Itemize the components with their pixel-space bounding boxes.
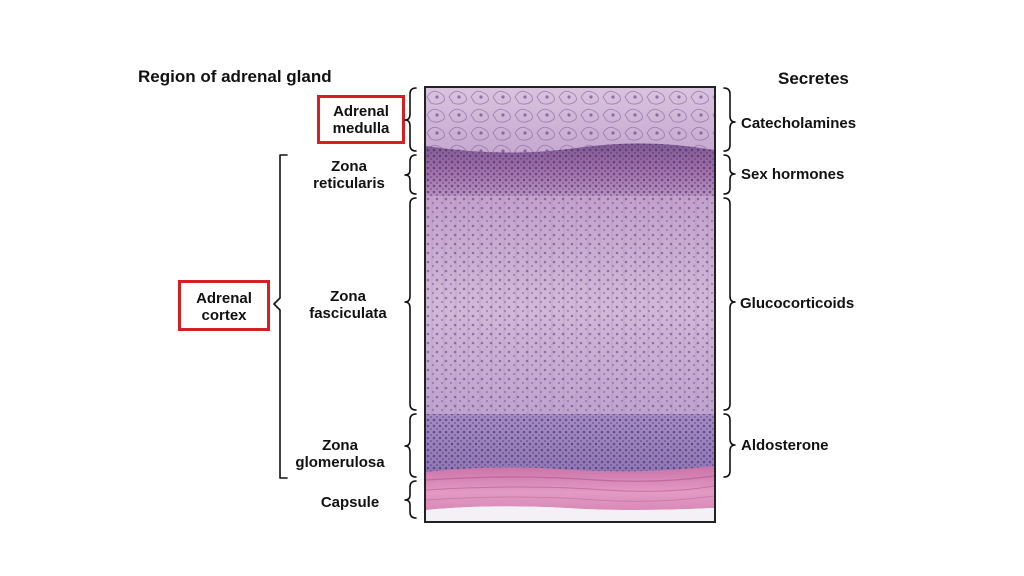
glucocorticoids-label: Glucocorticoids: [740, 295, 855, 312]
medulla-left-brace: [404, 87, 417, 152]
zona-fasciculata-label: Zona fasciculata: [295, 288, 401, 322]
secretes-header: Secretes: [778, 69, 849, 88]
slide-background: [426, 506, 714, 521]
adrenal-cortex-line2: cortex: [201, 307, 247, 324]
fasciculata-left-brace: [404, 197, 417, 411]
zona-reticularis-line2: reticularis: [313, 175, 385, 192]
adrenal-cortex-highlight-box: [178, 280, 270, 331]
zona-reticularis-line1: Zona: [331, 158, 367, 175]
adrenal-cortex-line1: Adrenal: [196, 290, 252, 307]
aldosterone-label: Aldosterone: [741, 437, 829, 454]
zona-glomerulosa-line1: Zona: [322, 437, 358, 454]
adrenal-cortex-bracket: [273, 154, 288, 479]
reticularis-left-brace: [404, 154, 417, 195]
adrenal-micrograph: [424, 86, 716, 523]
capsule-label: Capsule: [320, 494, 380, 511]
zona-fasciculata-line1: Zona: [330, 288, 366, 305]
fasciculata-right-brace: [723, 197, 736, 411]
adrenal-medulla-line2: medulla: [332, 120, 390, 137]
zona-reticularis-label: Zona reticularis: [300, 158, 398, 192]
reticularis-right-brace: [723, 154, 736, 195]
adrenal-cortex-label: Adrenal cortex: [181, 290, 267, 324]
capsule-left-brace: [404, 480, 417, 519]
micrograph-svg: [426, 88, 714, 521]
glomerulosa-right-brace: [723, 413, 736, 478]
zona-fasciculata-line2: fasciculata: [309, 305, 387, 322]
medulla-right-brace: [723, 87, 736, 152]
adrenal-medulla-label: Adrenal medulla: [320, 103, 402, 137]
catecholamines-label: Catecholamines: [741, 115, 857, 132]
adrenal-medulla-highlight-box: [317, 95, 405, 144]
adrenal-medulla-line1: Adrenal: [333, 103, 389, 120]
zona-glomerulosa-label: Zona glomerulosa: [280, 437, 400, 471]
zona-glomerulosa-line2: glomerulosa: [295, 454, 385, 471]
sex-hormones-label: Sex hormones: [741, 166, 845, 183]
region-header: Region of adrenal gland: [138, 67, 332, 86]
glomerulosa-left-brace: [404, 413, 417, 478]
